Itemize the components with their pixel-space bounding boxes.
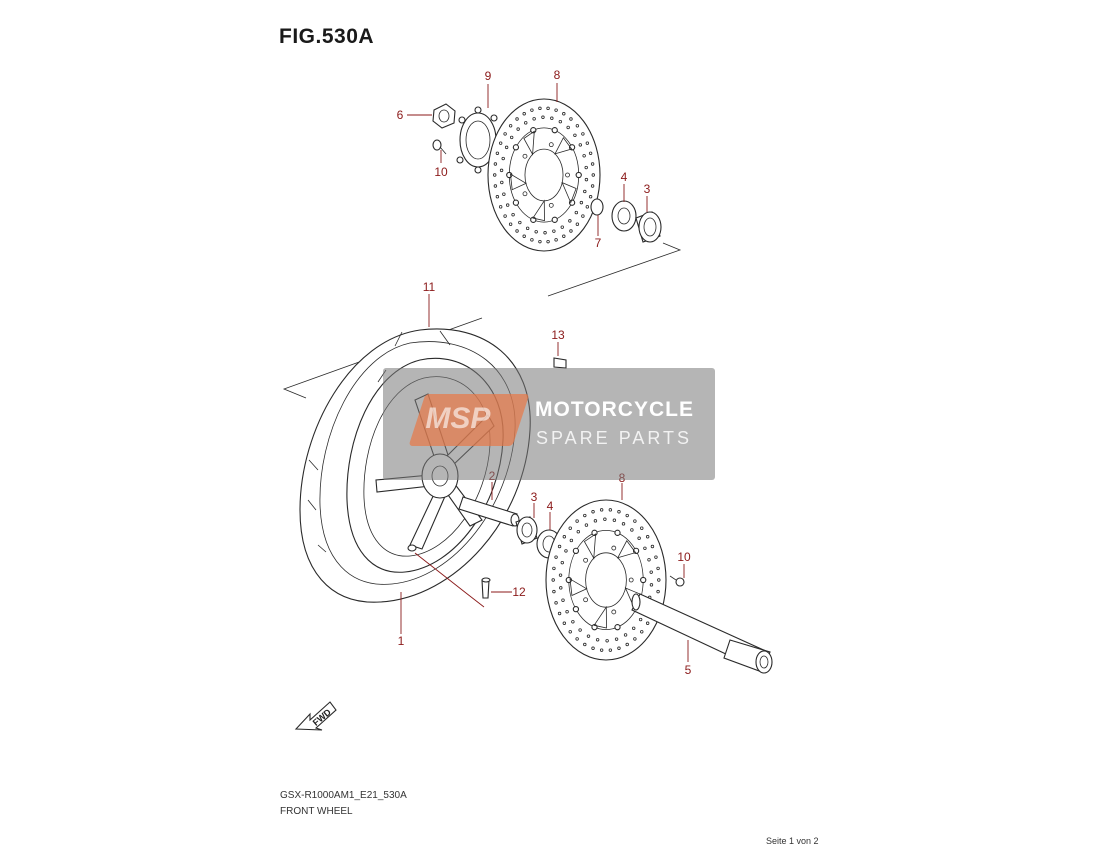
callout-12: 12 xyxy=(512,585,526,599)
bearing-3-upper xyxy=(635,211,662,243)
callout-3-lower: 3 xyxy=(531,490,538,504)
figure-title: FIG.530A xyxy=(279,25,375,48)
callout-11: 11 xyxy=(423,280,436,294)
bearing-3-lower xyxy=(515,516,538,545)
callout-4-lower: 4 xyxy=(547,499,554,513)
watermark-logo-text: MSP xyxy=(425,402,491,435)
brake-disc-8-upper xyxy=(487,98,601,252)
callout-6: 6 xyxy=(397,108,404,122)
balance-weight-13 xyxy=(553,357,567,369)
nut-6 xyxy=(432,103,456,129)
watermark-banner: MSP MOTORCYCLE SPARE PARTS xyxy=(383,368,715,480)
callout-3-upper: 3 xyxy=(644,182,651,196)
watermark-line2: SPARE PARTS xyxy=(536,428,693,448)
collar-7 xyxy=(590,198,604,216)
oil-seal-4-upper xyxy=(611,200,637,232)
model-code: GSX-R1000AM1_E21_530A xyxy=(280,790,407,801)
callout-1: 1 xyxy=(398,634,405,648)
callout-7: 7 xyxy=(595,236,602,250)
bolt-10-lower xyxy=(669,575,685,587)
forward-direction-arrow: FWD xyxy=(294,701,337,731)
figure-name: FRONT WHEEL xyxy=(280,806,353,817)
callout-10-upper: 10 xyxy=(434,165,448,179)
callout-5: 5 xyxy=(685,663,692,677)
callout-8-upper: 8 xyxy=(554,68,561,82)
leader-lines xyxy=(400,83,689,662)
axle-5 xyxy=(631,593,773,674)
bolt-10-upper xyxy=(432,139,447,155)
watermark-line1: MOTORCYCLE xyxy=(535,398,694,421)
page-number: Seite 1 von 2 xyxy=(766,836,819,846)
brake-disc-8-lower xyxy=(545,499,667,661)
callout-13: 13 xyxy=(551,328,565,342)
watermark-logo: MSP xyxy=(408,394,530,446)
callout-10-lower: 10 xyxy=(677,550,691,564)
callout-4-upper: 4 xyxy=(621,170,628,184)
assembly-guide-line-upper xyxy=(547,242,682,297)
callout-9: 9 xyxy=(485,69,492,83)
valve-12 xyxy=(481,577,491,599)
